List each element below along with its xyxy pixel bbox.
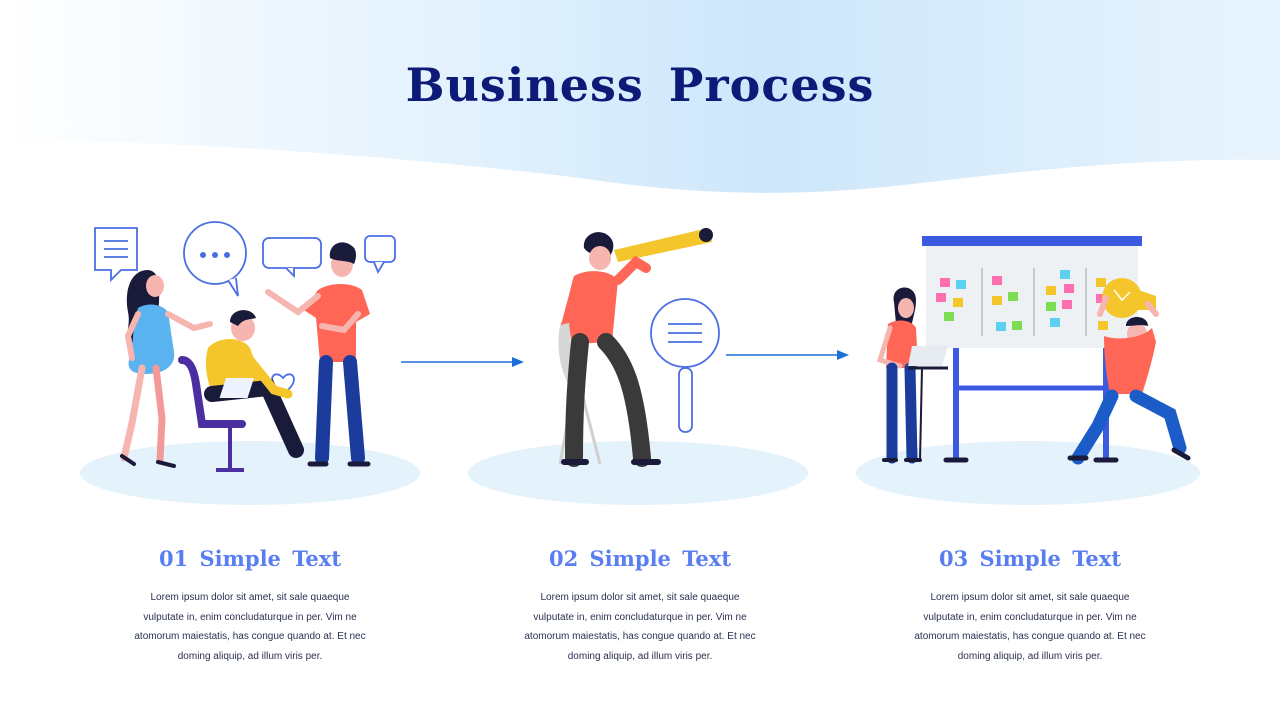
step-3-title: 03 Simple Text [938, 546, 1122, 571]
page-title: Business Process [405, 58, 875, 112]
step-1-description: Lorem ipsum dolor sit amet, sit sale qua… [134, 592, 366, 662]
step-3-description: Lorem ipsum dolor sit amet, sit sale qua… [914, 592, 1146, 662]
arrow-step1-to-step2 [401, 357, 524, 367]
header-wave-background [0, 0, 1280, 193]
step-2-title: 02 Simple Text [548, 546, 732, 571]
arrow-step2-to-step3 [726, 350, 849, 360]
step-2-description: Lorem ipsum dolor sit amet, sit sale qua… [524, 592, 756, 662]
telescope-search-illustration [468, 218, 813, 518]
team-discussion-illustration [78, 218, 423, 518]
planning-board-idea-illustration [856, 218, 1201, 518]
step-1-title: 01 Simple Text [158, 546, 342, 571]
